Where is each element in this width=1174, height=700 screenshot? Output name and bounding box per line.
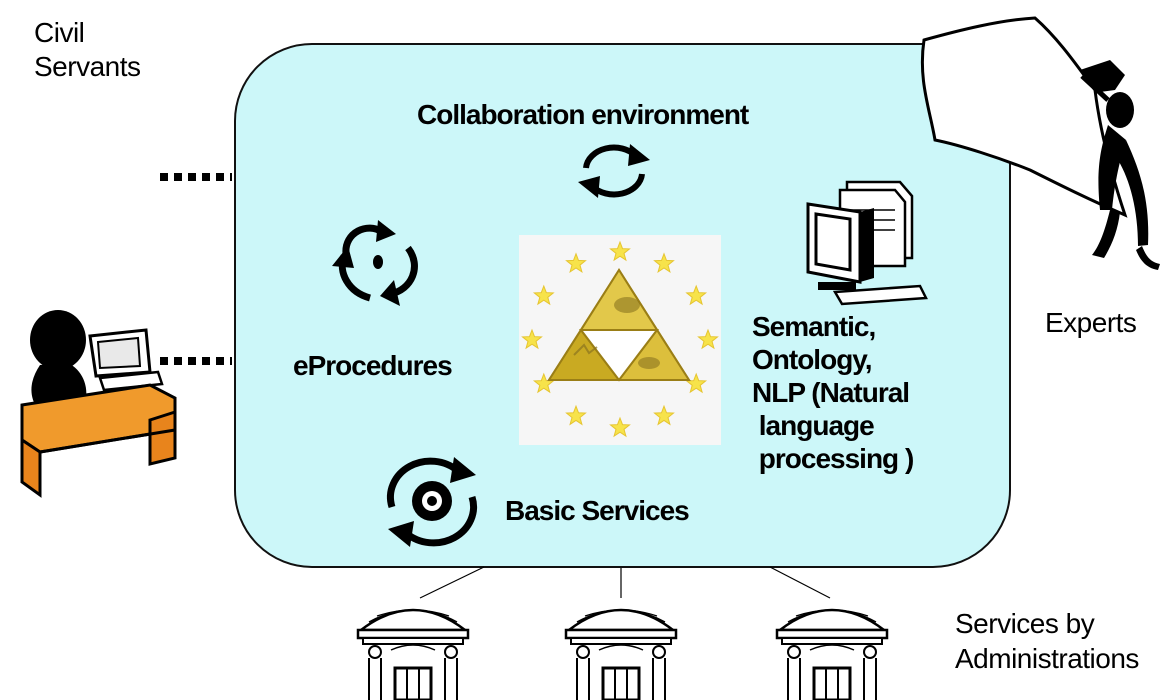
- logo-star: [565, 252, 587, 274]
- administration-building-icon: [564, 608, 678, 700]
- recycle-arrows-icon: [332, 220, 418, 306]
- administration-building-icon: [775, 608, 889, 700]
- semantic-ontology-nlp-label: Semantic, Ontology, NLP (Natural languag…: [752, 311, 914, 474]
- logo-star: [697, 328, 719, 350]
- logo-star: [532, 284, 555, 306]
- connector-building-left: [419, 566, 485, 599]
- experts-label: Experts: [1045, 307, 1137, 338]
- logo-star: [609, 240, 631, 262]
- refresh-target-icon: [386, 457, 478, 547]
- civil-servants-label: Civil Servants: [34, 17, 141, 82]
- services-by-administrations-label: Services by Administrations: [955, 608, 1139, 674]
- collaboration-environment-title: Collaboration environment: [417, 99, 749, 130]
- sync-arrows-icon: [578, 144, 650, 198]
- logo-star: [685, 284, 708, 306]
- logo-star: [653, 252, 675, 274]
- eu-stars-triangle-logo-icon: [519, 235, 721, 445]
- logo-star: [653, 404, 675, 426]
- eprocedures-label: eProcedures: [293, 350, 453, 381]
- connector-building-right: [769, 566, 831, 599]
- civil-servant-at-desk-icon: [20, 310, 177, 498]
- logo-star: [565, 404, 587, 426]
- expert-with-board-icon: [920, 16, 1160, 270]
- logo-star: [609, 416, 631, 438]
- administration-building-icon: [356, 608, 470, 700]
- computer-with-documents-icon: [806, 180, 928, 306]
- logo-graphic: [521, 240, 719, 438]
- logo-star: [521, 328, 543, 350]
- logo-triangle-center: [578, 329, 660, 382]
- basic-services-label: Basic Services: [505, 495, 690, 526]
